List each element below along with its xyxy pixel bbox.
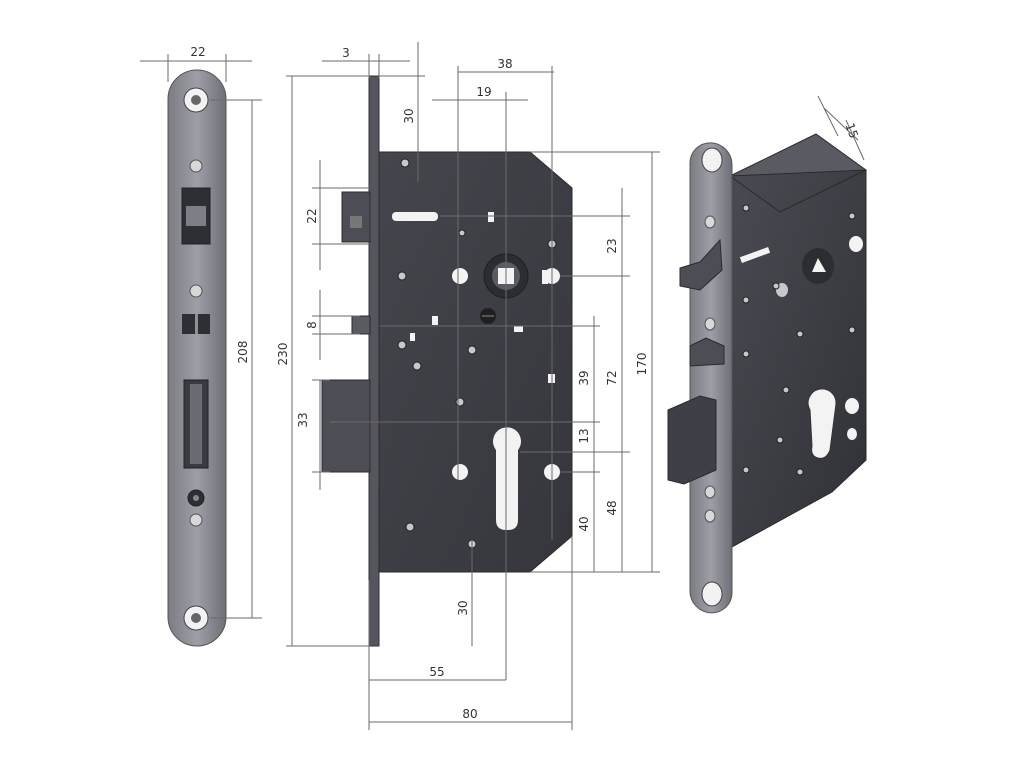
- label-case-depth: 80: [462, 707, 477, 721]
- latch-opening: [181, 187, 211, 245]
- iso-deadbolt: [667, 395, 717, 485]
- latch-bolt: [341, 191, 371, 243]
- deadlatch: [351, 315, 371, 335]
- rivet: [189, 159, 203, 173]
- label-bolt-height: 33: [296, 412, 310, 427]
- label-cyl-to-bottom: 30: [456, 600, 470, 615]
- label-total-height: 230: [276, 343, 290, 366]
- mounting-hole: [452, 268, 468, 284]
- rivet: [189, 513, 203, 527]
- dim-faceplate-width: [140, 54, 252, 82]
- latch-slot: [392, 212, 438, 221]
- label-deadlatch-height: 8: [305, 321, 319, 329]
- deadbolt: [321, 379, 371, 473]
- iso-dimension: [817, 95, 865, 161]
- label-latch-height: 22: [305, 208, 319, 223]
- faceplate-front-view: 22 208: [140, 45, 262, 647]
- label-case-height: 170: [635, 353, 649, 376]
- dim-hole-span: [210, 99, 262, 619]
- rivet: [189, 284, 203, 298]
- iso-follower: [776, 236, 863, 297]
- label-follower-offset: 19: [476, 85, 491, 99]
- lock-case-side-view: [321, 75, 573, 647]
- label-faceplate-width: 22: [190, 45, 205, 59]
- iso-latch: [679, 238, 723, 291]
- label-backset: 55: [429, 665, 444, 679]
- cylinder-cutout: [493, 427, 521, 530]
- lock-isometric-view: [667, 133, 867, 614]
- label-backset-case: 38: [497, 57, 512, 71]
- label-cyl-offset: 13: [577, 428, 591, 443]
- spindle-screw: [480, 308, 496, 324]
- label-follower-to-cyl: 72: [605, 370, 619, 385]
- label-hole-span: 208: [236, 341, 250, 364]
- screw-hole-top: [183, 87, 209, 113]
- iso-deadlatch: [689, 337, 725, 367]
- iso-screw-hole-top: [701, 147, 723, 173]
- adjuster-screw: [187, 489, 205, 507]
- bolt-opening: [183, 379, 209, 469]
- label-top-to-case: 30: [402, 108, 416, 123]
- label-iso-depth: 15: [843, 121, 861, 140]
- side-view-dimensions: [286, 42, 660, 730]
- screw-hole-bottom: [183, 605, 209, 631]
- label-cyl-to-case-bottom: 40: [577, 516, 591, 531]
- label-deadlatch-to-cyl: 39: [577, 370, 591, 385]
- iso-screw-hole-bottom: [701, 581, 723, 607]
- label-forend-thickness: 3: [342, 46, 350, 60]
- mounting-hole: [452, 464, 468, 480]
- label-latch-to-follower: 23: [605, 238, 619, 253]
- deadlatch-opening: [182, 314, 210, 334]
- label-cyl-to-bottom-hole: 48: [605, 500, 619, 515]
- iso-cylinder-cutout: [807, 388, 837, 459]
